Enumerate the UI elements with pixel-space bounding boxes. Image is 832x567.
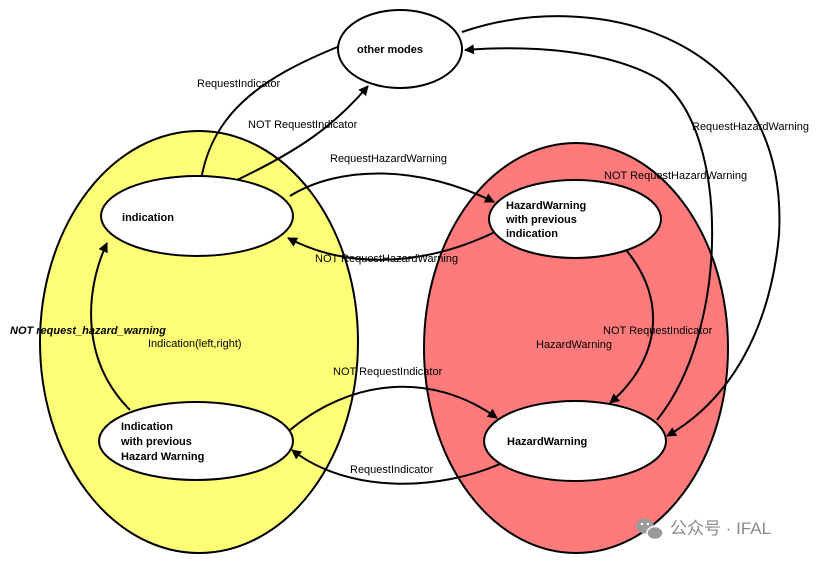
label-not-request-hazard-warning-italic: NOT request_hazard_warning (10, 325, 166, 337)
state-indication-prev-label-2: with previous (120, 436, 192, 448)
transition-other-to-hazard (461, 15, 781, 437)
state-other-modes (337, 9, 463, 89)
transition-hazard-to-other (464, 44, 714, 421)
label-request-hazard-warning-mid: RequestHazardWarning (330, 153, 447, 165)
label-not-request-indicator-right: NOT RequestIndicator (603, 325, 713, 337)
label-hazard-warning: HazardWarning (536, 339, 612, 351)
transition-hazard-prev-to-hazard (609, 249, 655, 404)
state-hazard-with-prev-indication (488, 179, 662, 259)
transition-indication-prev-to-indication (90, 242, 131, 411)
label-request-indicator-top: RequestIndicator (197, 78, 280, 90)
state-other-modes-label: other modes (357, 44, 423, 56)
state-indication-label: indication (122, 212, 174, 224)
transition-indication-prev-to-hazard (289, 385, 498, 431)
label-request-indicator-bottom: RequestIndicator (350, 464, 433, 476)
transition-other-to-indication (196, 45, 341, 189)
watermark-text: 公众号 · IFAL (670, 519, 771, 538)
label-request-hazard-warning-right: RequestHazardWarning (692, 121, 809, 133)
label-not-request-hazard-warning-right: NOT RequestHazardWarning (604, 170, 747, 182)
label-not-request-indicator-center: NOT RequestIndicator (333, 366, 443, 378)
state-hazard-prev-label-1: HazardWarning (506, 200, 586, 212)
state-indication (100, 175, 294, 257)
label-not-request-hazard-warning-mid: NOT RequestHazardWarning (315, 253, 458, 265)
state-hazard-warning-label: HazardWarning (507, 436, 587, 448)
state-indication-with-prev-hazard (98, 401, 294, 481)
state-indication-prev-label-3: Hazard Warning (121, 451, 204, 463)
state-hazard-warning (483, 400, 667, 482)
label-indication-left-right: Indication(left,right) (148, 338, 242, 350)
state-indication-prev-label-1: Indication (121, 421, 173, 433)
transition-indication-to-hazard-prev (289, 172, 495, 203)
transition-indication-to-other (236, 85, 369, 181)
transition-hazard-to-indication-prev (291, 449, 501, 485)
label-not-request-indicator-top: NOT RequestIndicator (248, 119, 358, 131)
transition-hazard-prev-to-indication (287, 231, 496, 261)
state-hazard-prev-label-3: indication (506, 228, 558, 240)
wechat-icon (636, 518, 664, 541)
state-hazard-prev-label-2: with previous (505, 214, 577, 226)
